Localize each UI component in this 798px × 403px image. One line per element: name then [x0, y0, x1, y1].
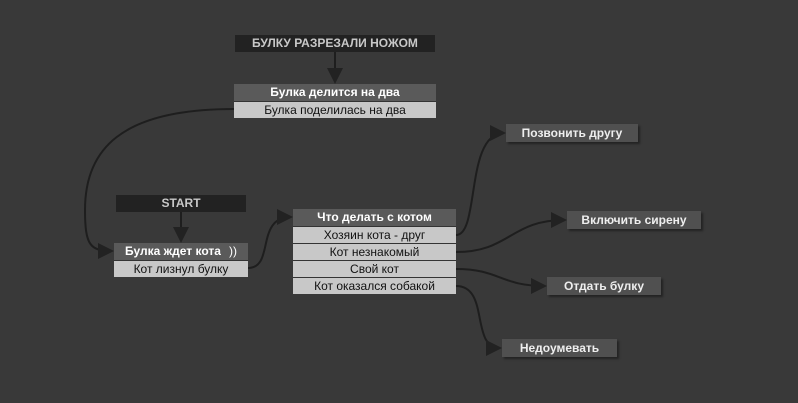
node-option[interactable]: Свой кот: [293, 260, 456, 277]
node-option[interactable]: Булка поделилась на два: [234, 101, 436, 118]
entry-start[interactable]: START: [116, 195, 246, 212]
node-option[interactable]: Кот незнакомый: [293, 243, 456, 260]
entry-knife[interactable]: БУЛКУ РАЗРЕЗАЛИ НОЖОМ: [235, 35, 435, 52]
node-split[interactable]: Булка делится на два Булка поделилась на…: [234, 84, 436, 118]
node-call-friend[interactable]: Позвонить другу: [506, 124, 638, 142]
node-title: Булка делится на два: [234, 84, 436, 101]
node-puzzled[interactable]: Недоумевать: [502, 339, 617, 357]
wire-own: [455, 268, 547, 294]
wire-wait-cat: [247, 209, 293, 269]
node-give-bun[interactable]: Отдать булку: [547, 277, 661, 295]
node-option[interactable]: Хозяин кота - друг: [293, 226, 456, 243]
node-siren[interactable]: Включить сирену: [567, 211, 701, 229]
wire-friend: [455, 125, 506, 236]
node-header: Булка ждет кота)): [114, 243, 248, 260]
node-wait[interactable]: Булка ждет кота)) Кот лизнул булку: [114, 243, 248, 277]
wait-icon: )): [228, 244, 237, 258]
node-cat[interactable]: Что делать с котом Хозяин кота - друг Ко…: [293, 209, 456, 294]
node-title: Булка ждет кота: [125, 244, 221, 258]
node-title: Что делать с котом: [293, 209, 456, 226]
wire-dog: [455, 285, 502, 356]
wire-stranger: [455, 212, 567, 253]
node-option[interactable]: Кот лизнул булку: [114, 260, 248, 277]
node-option[interactable]: Кот оказался собакой: [293, 277, 456, 294]
wire-split-wait: [83, 108, 235, 259]
